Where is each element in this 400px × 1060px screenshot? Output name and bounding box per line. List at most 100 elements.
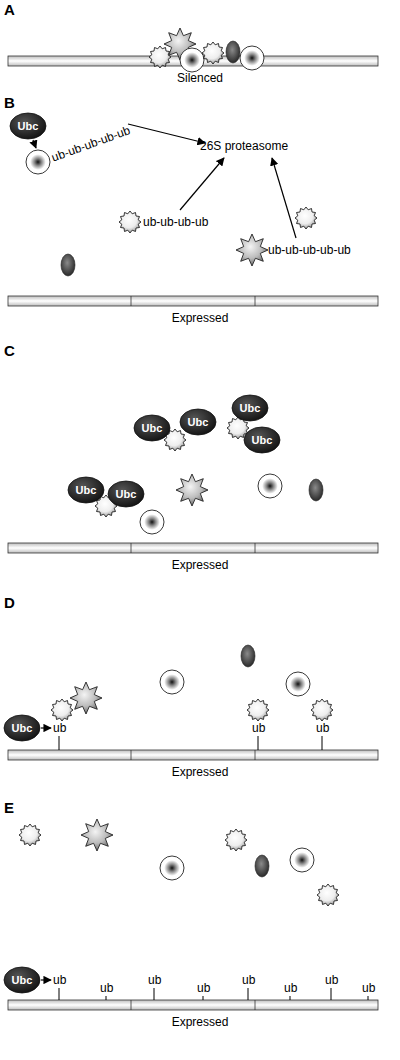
ub-tick	[59, 736, 60, 750]
panel-letter: D	[4, 595, 15, 610]
state-label: Expressed	[172, 559, 229, 571]
enzyme-ellipse: Ubc	[3, 714, 41, 742]
dark-protein	[226, 41, 240, 63]
bar-divider	[255, 543, 256, 553]
bar-divider	[255, 750, 256, 760]
enzyme-name: Ubc	[252, 435, 273, 446]
small-protein	[51, 699, 73, 721]
ub-tick	[203, 996, 204, 1000]
state-label: Expressed	[172, 766, 229, 778]
bar-divider	[131, 296, 132, 306]
panel-letter: C	[4, 343, 15, 358]
ubiquitin-mark: ub	[325, 974, 338, 986]
ub-tick	[106, 996, 107, 1000]
round-protein	[258, 474, 282, 498]
enzyme-ellipse: Ubc	[133, 414, 171, 442]
ubiquitin-mark: ub	[53, 722, 66, 734]
ubiquitin-mark: ub	[197, 982, 210, 994]
round-protein	[140, 510, 164, 534]
enzyme-name: Ubc	[240, 403, 261, 414]
ubiquitin-chain: ub-ub-ub-ub-ub	[50, 124, 132, 164]
dna-bar	[8, 750, 378, 760]
star-protein	[176, 474, 208, 506]
ub-tick	[331, 988, 332, 1000]
panel-letter: A	[4, 2, 15, 17]
ub-tick	[248, 988, 249, 1000]
enzyme-ellipse: Ubc	[3, 966, 41, 994]
ubiquitin-chain: ub-ub-ub-ub-ub	[268, 244, 351, 256]
enzyme-shape	[232, 395, 268, 421]
panel-letter: E	[4, 800, 14, 815]
dark-protein	[309, 479, 323, 501]
ubiquitin-mark: ub	[100, 982, 113, 994]
enzyme-name: Ubc	[12, 723, 33, 734]
enzyme-shape	[244, 427, 280, 453]
small-protein	[295, 207, 317, 229]
enzyme-ellipse: Ubc	[67, 476, 105, 504]
enzyme-name: Ubc	[142, 423, 163, 434]
small-protein	[19, 824, 41, 846]
bar-divider	[131, 1000, 132, 1010]
transfer-arrow	[33, 140, 36, 148]
degradation-arrow	[272, 158, 296, 238]
enzyme-ellipse: Ubc	[9, 112, 47, 140]
enzyme-shape	[134, 415, 170, 441]
ubiquitin-mark: ub	[148, 974, 161, 986]
ub-tick	[322, 736, 323, 750]
enzyme-name: Ubc	[76, 485, 97, 496]
enzyme-shape	[10, 113, 46, 139]
ubiquitin-mark: ub	[53, 974, 66, 986]
small-protein	[119, 211, 141, 233]
ub-tick	[154, 988, 155, 1000]
degradation-arrow	[180, 158, 224, 210]
transfer-arrow	[41, 727, 51, 728]
round-protein	[160, 670, 184, 694]
ub-tick	[368, 996, 369, 1000]
dark-protein	[255, 855, 269, 877]
dark-protein	[241, 645, 255, 667]
enzyme-shape	[108, 481, 144, 507]
bar-divider	[131, 543, 132, 553]
panel-letter: B	[4, 95, 15, 110]
round-protein	[290, 848, 314, 872]
ubiquitin-mark: ub	[362, 982, 375, 994]
small-protein	[202, 42, 224, 64]
enzyme-shape	[4, 715, 40, 741]
proteasome-label: 26S proteasome	[200, 140, 288, 152]
dna-bar	[8, 296, 378, 306]
bar-divider	[131, 750, 132, 760]
ubiquitin-chain: ub-ub-ub-ub	[143, 216, 208, 228]
enzyme-ellipse: Ubc	[231, 394, 269, 422]
enzyme-name: Ubc	[116, 489, 137, 500]
ubiquitin-mark: ub	[242, 974, 255, 986]
bar-divider	[255, 1000, 256, 1010]
enzyme-ellipse: Ubc	[179, 408, 217, 436]
state-label: Expressed	[172, 312, 229, 324]
round-protein	[286, 672, 310, 696]
state-label: Expressed	[172, 1016, 229, 1028]
enzyme-ellipse: Ubc	[243, 426, 281, 454]
enzyme-shape	[180, 409, 216, 435]
star-protein	[70, 682, 102, 714]
enzyme-name: Ubc	[188, 417, 209, 428]
ubiquitin-mark: ub	[284, 982, 297, 994]
enzyme-name: Ubc	[12, 975, 33, 986]
degradation-arrow	[128, 124, 205, 143]
small-protein	[225, 829, 247, 851]
ub-tick	[290, 996, 291, 1000]
small-protein	[311, 699, 333, 721]
bar-divider	[255, 296, 256, 306]
star-protein	[236, 234, 268, 266]
ub-tick	[59, 988, 60, 1000]
ubiquitin-mark: ub	[316, 722, 329, 734]
enzyme-shape	[4, 967, 40, 993]
round-protein	[160, 856, 184, 880]
ub-tick	[258, 736, 259, 750]
small-protein	[317, 884, 339, 906]
round-protein	[180, 48, 204, 72]
dna-bar	[8, 1000, 378, 1010]
enzyme-ellipse: Ubc	[107, 480, 145, 508]
enzyme-name: Ubc	[18, 121, 39, 132]
enzyme-shape	[68, 477, 104, 503]
ubiquitin-mark: ub	[252, 722, 265, 734]
